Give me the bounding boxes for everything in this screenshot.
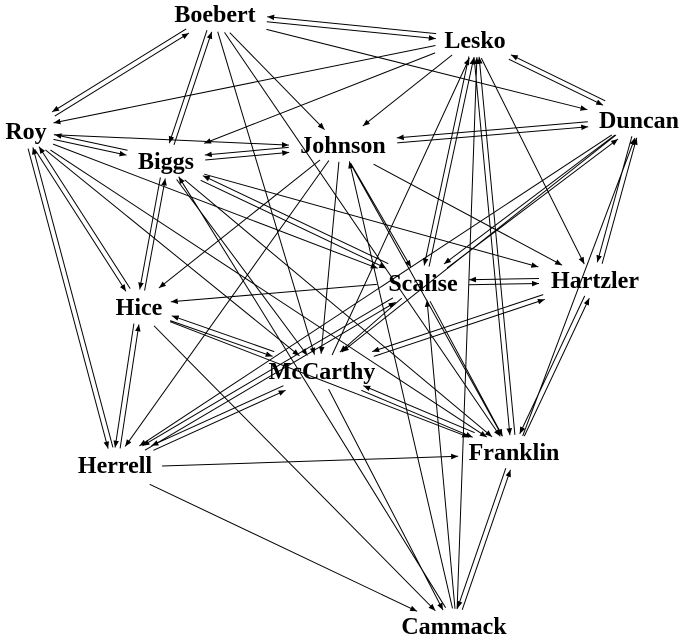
edge-scalise-to-biggs [202, 175, 389, 265]
edge-mccarthy-to-herrell [151, 385, 284, 447]
edge-scalise-to-mccarthy [339, 297, 403, 353]
edge-hartzler-to-scalise [468, 276, 540, 283]
edge-johnson-to-franklin [349, 162, 503, 437]
edge-hice-to-mccarthy [170, 320, 273, 357]
edge-duncan-to-herrell [139, 134, 613, 447]
node-mccarthy: McCarthy [269, 359, 376, 385]
edge-hartzler-to-franklin [519, 295, 586, 435]
edge-biggs-to-hice [138, 177, 161, 290]
edge-franklin-to-lesko [476, 56, 516, 435]
edge-hice-to-cammack [153, 325, 436, 612]
node-herrell: Herrell [78, 453, 153, 479]
edge-herrell-to-cammack [149, 483, 418, 612]
edge-herrell-to-roy [31, 147, 114, 448]
edge-johnson-to-hice [158, 159, 321, 289]
edge-johnson-to-hartzler [373, 163, 563, 266]
edges-layer [27, 14, 638, 612]
edge-duncan-to-scalise [443, 134, 616, 265]
edge-biggs-to-franklin [184, 179, 493, 438]
edge-mccarthy-to-franklin [361, 389, 473, 438]
edge-boebert-to-mccarthy [217, 31, 316, 355]
edge-duncan-to-hartzler [596, 136, 633, 263]
edge-mccarthy-to-hice [171, 315, 275, 353]
edge-franklin-to-mccarthy [363, 385, 475, 434]
edge-lesko-to-boebert [267, 14, 437, 35]
edge-roy-to-boebert [54, 32, 190, 117]
node-hice: Hice [116, 295, 163, 321]
edge-hice-to-herrell [113, 323, 135, 448]
edge-biggs-to-scalise [200, 179, 387, 269]
edge-johnson-to-duncan [397, 124, 589, 144]
edge-biggs-to-johnson [205, 150, 290, 161]
edge-cammack-to-franklin [461, 469, 511, 610]
node-lesko: Lesko [444, 28, 505, 54]
edge-scalise-to-hice [170, 283, 377, 305]
edge-scalise-to-hartzler [468, 280, 540, 287]
edge-herrell-to-scalise [144, 301, 396, 451]
edge-roy-to-biggs [53, 138, 127, 157]
edge-cammack-to-johnson [348, 161, 453, 609]
edge-lesko-to-hartzler [480, 57, 585, 265]
edge-hartzler-to-duncan [601, 137, 638, 264]
edge-duncan-to-lesko [510, 54, 606, 102]
node-roy: Roy [5, 119, 46, 145]
edge-boebert-to-duncan [266, 28, 588, 111]
node-biggs: Biggs [138, 149, 194, 175]
edge-johnson-to-mccarthy [318, 161, 340, 354]
edge-scalise-to-lesko [428, 57, 476, 267]
edge-hice-to-roy [38, 146, 131, 289]
edge-boebert-to-biggs [168, 30, 208, 144]
edge-boebert-to-franklin [224, 32, 501, 437]
edge-lesko-to-duncan [508, 58, 604, 106]
edge-biggs-to-hartzler [204, 173, 539, 268]
edge-hice-to-franklin [169, 321, 470, 438]
edge-boebert-to-lesko [266, 21, 436, 41]
edge-roy-to-herrell [27, 148, 110, 449]
node-cammack: Cammack [401, 614, 507, 637]
edge-cammack-to-scalise [424, 299, 456, 609]
edge-lesko-to-roy [53, 45, 436, 125]
edge-scalise-to-herrell [142, 297, 394, 447]
edge-scalise-to-franklin [429, 300, 504, 437]
edge-mccarthy-to-lesko [331, 57, 470, 356]
edge-herrell-to-franklin [162, 453, 459, 467]
edge-lesko-to-biggs [203, 52, 436, 144]
edge-herrell-to-mccarthy [153, 389, 286, 451]
edge-hartzler-to-mccarthy [372, 294, 544, 353]
edge-mccarthy-to-hartzler [373, 298, 545, 357]
edge-cammack-to-lesko [456, 57, 480, 610]
edge-boebert-to-johnson [229, 32, 325, 131]
edge-herrell-to-hice [119, 324, 141, 449]
edge-biggs-to-boebert [173, 31, 213, 145]
edge-franklin-to-hartzler [523, 297, 590, 437]
edge-roy-to-johnson [53, 134, 289, 148]
edge-roy-to-mccarthy [45, 149, 300, 357]
edge-lesko-to-franklin [473, 57, 513, 436]
edge-franklin-to-duncan [522, 137, 636, 437]
edge-boebert-to-roy [51, 28, 187, 113]
edge-biggs-to-roy [54, 133, 128, 151]
node-hartzler: Hartzler [551, 268, 639, 294]
edge-roy-to-hice [34, 149, 127, 292]
node-scalise: Scalise [388, 271, 458, 297]
edge-scalise-to-duncan [446, 138, 619, 269]
edge-hice-to-biggs [144, 178, 167, 291]
node-franklin: Franklin [469, 440, 560, 466]
edge-lesko-to-johnson [362, 54, 453, 127]
edge-johnson-to-scalise [350, 163, 412, 268]
edge-johnson-to-biggs [204, 146, 289, 158]
edge-johnson-to-herrell [124, 160, 330, 447]
node-boebert: Boebert [174, 2, 255, 28]
node-johnson: Johnson [300, 133, 385, 159]
edge-cammack-to-biggs [178, 176, 447, 608]
node-duncan: Duncan [599, 108, 679, 134]
edge-franklin-to-cammack [457, 468, 507, 609]
edge-lesko-to-scalise [422, 56, 470, 266]
edge-duncan-to-johnson [396, 121, 588, 141]
